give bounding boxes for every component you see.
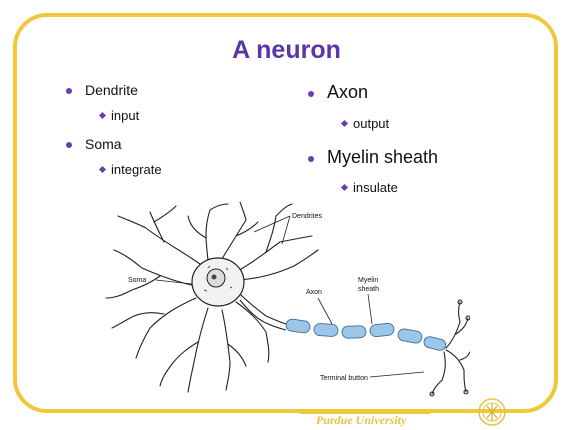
bullet-label: Myelin sheath	[327, 147, 438, 167]
bullet-myelin-sheath: Myelin sheath	[327, 147, 438, 168]
sub-bullet-output: output	[353, 116, 389, 131]
sub-bullet-label: input	[111, 108, 139, 123]
slide-title: A neuron	[0, 36, 573, 65]
bullet-label: Soma	[85, 136, 122, 152]
neuron-figure: Dendrites Soma Axon Myelin sheath Termin…	[80, 202, 470, 402]
label-myelin: Myelin	[358, 277, 378, 284]
label-terminal-button: Terminal button	[320, 375, 368, 382]
bullet-axon: Axon	[327, 82, 368, 103]
bullet-dot-icon	[308, 91, 314, 97]
bullet-dot-icon	[308, 156, 314, 162]
sub-bullet-label: output	[353, 116, 389, 131]
bullet-dot-icon	[66, 142, 72, 148]
bullet-soma: Soma	[85, 136, 122, 152]
label-dendrites: Dendrites	[292, 213, 322, 220]
label-axon: Axon	[306, 289, 322, 296]
bullet-dot-icon	[66, 88, 72, 94]
label-soma: Soma	[128, 277, 146, 284]
sub-bullet-integrate: integrate	[111, 162, 162, 177]
bullet-label: Dendrite	[85, 82, 138, 98]
label-sheath: sheath	[358, 286, 379, 293]
myelin-sheath-drawing	[285, 318, 447, 351]
sub-bullet-input: input	[111, 108, 139, 123]
bullet-dendrite: Dendrite	[85, 82, 138, 98]
sub-bullet-label: insulate	[353, 180, 398, 195]
soma-drawing	[192, 258, 244, 306]
footer-text: Purdue University	[316, 413, 406, 428]
bullet-label: Axon	[327, 82, 368, 102]
purdue-seal-logo	[475, 397, 509, 427]
sub-bullet-insulate: insulate	[353, 180, 398, 195]
sub-bullet-label: integrate	[111, 162, 162, 177]
axon-drawing	[240, 294, 286, 330]
